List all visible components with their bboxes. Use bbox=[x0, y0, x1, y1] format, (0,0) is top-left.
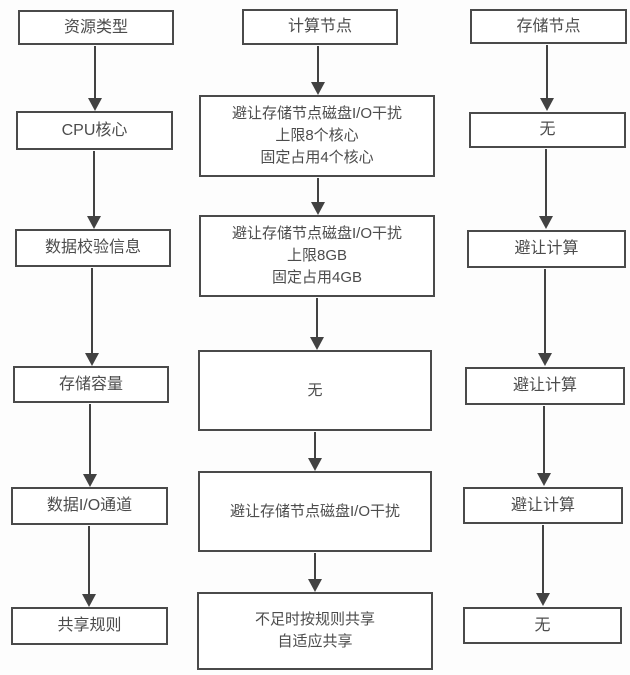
node-label: 固定占用4GB bbox=[271, 269, 362, 286]
node-label: 数据校验信息 bbox=[44, 239, 141, 256]
node-compute-cpu-policy: 避让存储节点磁盘I/O干扰 上限8个核心 固定占用4个核心 bbox=[199, 95, 435, 177]
node-label: 避让计算 bbox=[514, 240, 579, 257]
node-label: 避让计算 bbox=[510, 496, 575, 514]
node-label: 避让存储节点磁盘I/O干扰 bbox=[231, 225, 402, 242]
node-label: 避让计算 bbox=[512, 377, 577, 394]
node-label: 自适应共享 bbox=[277, 633, 353, 650]
node-label: 无 bbox=[307, 381, 323, 399]
arrow-down-icon bbox=[308, 553, 322, 592]
arrow-down-icon bbox=[539, 149, 553, 229]
node-data-check-info: 数据校验信息 bbox=[15, 229, 171, 267]
node-label: 存储节点 bbox=[516, 17, 581, 35]
node-label: 资源类型 bbox=[63, 18, 128, 36]
arrow-down-icon bbox=[537, 406, 551, 486]
arrow-down-icon bbox=[310, 298, 324, 350]
node-storage-node: 存储节点 bbox=[470, 9, 627, 44]
node-data-io-channel: 数据I/O通道 bbox=[11, 487, 168, 525]
node-label: 数据I/O通道 bbox=[46, 497, 133, 514]
arrow-down-icon bbox=[85, 268, 99, 366]
node-compute-none: 无 bbox=[198, 350, 432, 431]
node-compute-io-policy: 避让存储节点磁盘I/O干扰 bbox=[198, 471, 432, 552]
node-resource-type: 资源类型 bbox=[18, 10, 174, 45]
node-label: 上限8个核心 bbox=[275, 127, 359, 144]
node-storage-none-bottom: 无 bbox=[463, 607, 622, 644]
arrow-down-icon bbox=[540, 45, 554, 111]
arrow-down-icon bbox=[83, 404, 97, 487]
node-label: 避让存储节点磁盘I/O干扰 bbox=[229, 502, 400, 520]
node-compute-sharing-policy: 不足时按规则共享 自适应共享 bbox=[197, 592, 433, 670]
node-label: 上限8GB bbox=[286, 247, 347, 264]
arrow-down-icon bbox=[88, 46, 102, 111]
node-label: 固定占用4个核心 bbox=[260, 149, 374, 166]
arrow-down-icon bbox=[536, 525, 550, 606]
node-storage-avoid-compute-1: 避让计算 bbox=[467, 230, 626, 268]
node-cpu-cores: CPU核心 bbox=[16, 111, 173, 150]
node-label: 不足时按规则共享 bbox=[254, 611, 375, 628]
arrow-down-icon bbox=[311, 178, 325, 215]
node-compute-node: 计算节点 bbox=[242, 9, 398, 45]
node-label: 避让存储节点磁盘I/O干扰 bbox=[231, 105, 402, 122]
arrow-down-icon bbox=[311, 46, 325, 95]
node-compute-memory-policy: 避让存储节点磁盘I/O干扰 上限8GB 固定占用4GB bbox=[199, 215, 435, 297]
arrow-down-icon bbox=[538, 269, 552, 366]
node-storage-avoid-compute-3: 避让计算 bbox=[463, 487, 623, 524]
node-storage-avoid-compute-2: 避让计算 bbox=[465, 367, 625, 405]
node-label: CPU核心 bbox=[61, 121, 128, 139]
node-label: 无 bbox=[539, 121, 556, 138]
node-label: 共享规则 bbox=[57, 617, 122, 634]
node-label: 计算节点 bbox=[287, 18, 352, 35]
arrow-down-icon bbox=[82, 526, 96, 607]
arrow-down-icon bbox=[87, 151, 101, 229]
node-storage-none-top: 无 bbox=[469, 112, 626, 148]
node-sharing-rules: 共享规则 bbox=[11, 607, 168, 645]
node-label: 存储容量 bbox=[58, 375, 123, 393]
node-storage-capacity: 存储容量 bbox=[13, 366, 169, 403]
arrow-down-icon bbox=[308, 432, 322, 471]
node-label: 无 bbox=[534, 616, 551, 634]
